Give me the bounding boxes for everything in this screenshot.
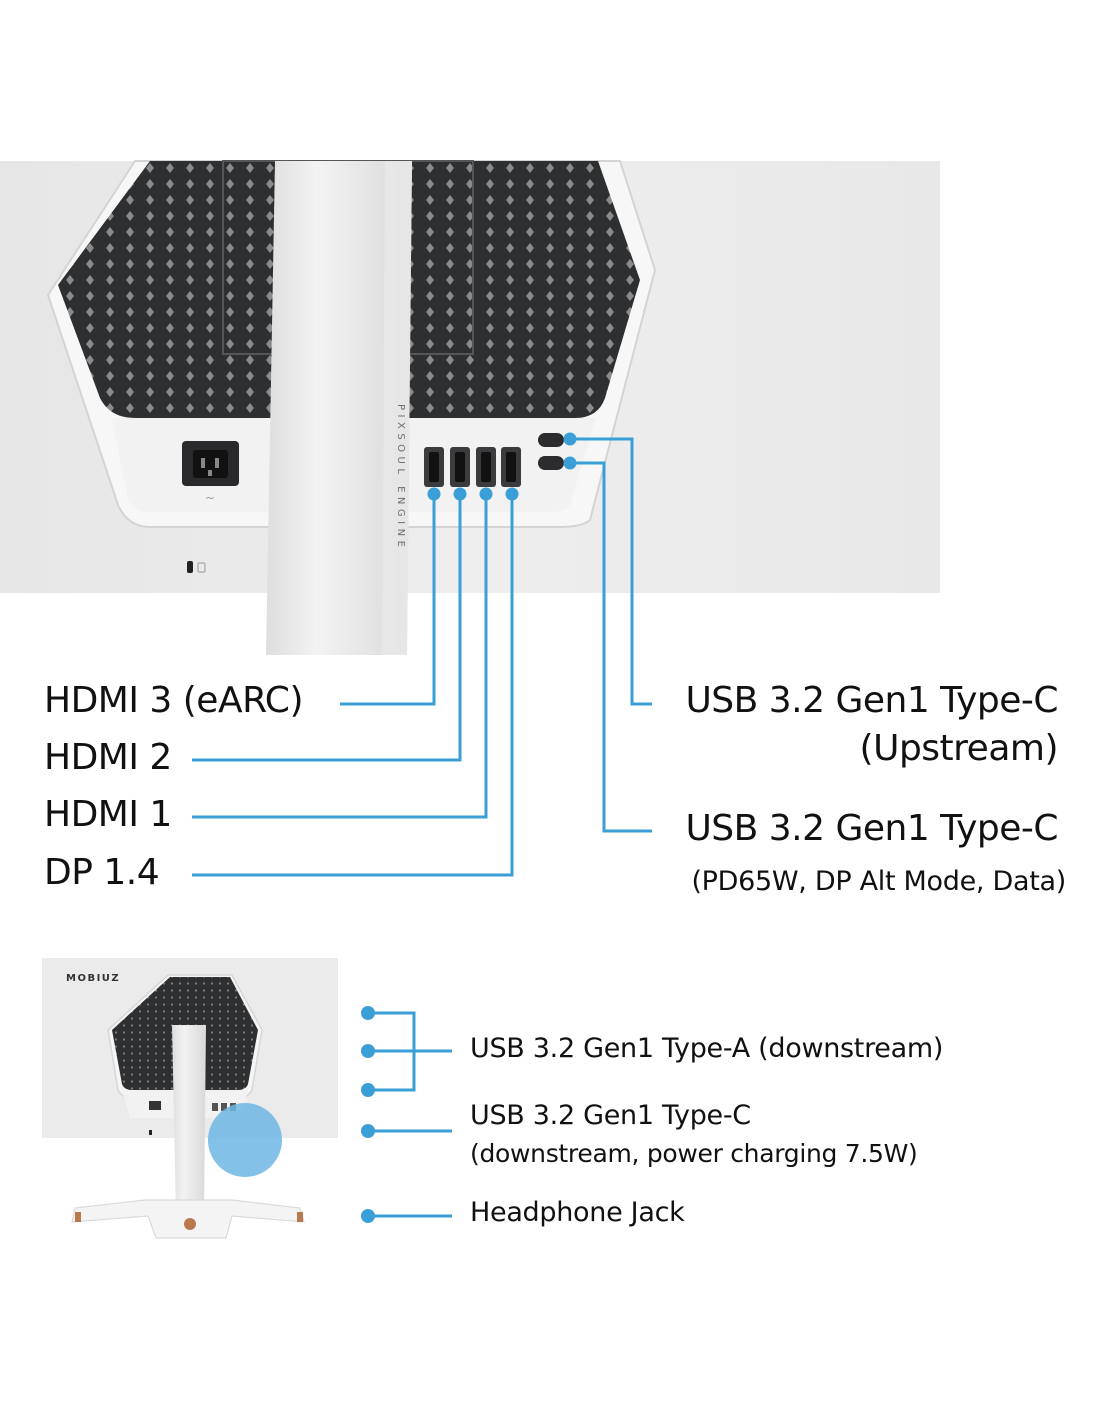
callout-dot-hdmi1 bbox=[479, 487, 493, 501]
label-hdmi1: HDMI 1 bbox=[44, 794, 172, 835]
label-usbc-upstream: USB 3.2 Gen1 Type-C bbox=[685, 680, 1058, 721]
svg-text:~: ~ bbox=[205, 491, 215, 505]
stand-column bbox=[266, 161, 412, 655]
video-ports bbox=[424, 447, 521, 487]
callout-dot-usba-1 bbox=[361, 1006, 375, 1020]
label-hdmi3: HDMI 3 (eARC) bbox=[44, 680, 303, 721]
label-headphone-jack: Headphone Jack bbox=[470, 1197, 685, 1228]
callout-dot-usbc-pd bbox=[563, 456, 577, 470]
label-usbc-downstream-sub: (downstream, power charging 7.5W) bbox=[470, 1139, 918, 1168]
label-hdmi2: HDMI 2 bbox=[44, 737, 172, 778]
thumb-stand bbox=[172, 1025, 206, 1215]
top-callouts bbox=[192, 437, 652, 877]
brand-mark: MOBIUZ bbox=[66, 973, 120, 984]
monitor-thumbnail bbox=[42, 958, 338, 1239]
callout-dot-usba-3 bbox=[361, 1083, 375, 1097]
port-highlight-circle bbox=[208, 1103, 282, 1177]
label-usbc-upstream-sub: (Upstream) bbox=[859, 728, 1059, 769]
label-usbc-downstream: USB 3.2 Gen1 Type-C bbox=[470, 1100, 751, 1131]
callout-line-usbc-up bbox=[570, 437, 652, 706]
callout-line-usbc-pd bbox=[570, 461, 652, 833]
bottom-callouts bbox=[368, 1011, 452, 1218]
callout-dot-headphone bbox=[361, 1209, 375, 1223]
callout-line-hdmi2 bbox=[192, 494, 462, 762]
callout-line-dp bbox=[192, 494, 514, 877]
callout-dot-usba-2 bbox=[361, 1044, 375, 1058]
callout-line-hdmi1 bbox=[192, 494, 488, 819]
callout-dot-hdmi3 bbox=[427, 487, 441, 501]
usb-c-pd-port bbox=[538, 456, 564, 470]
monitor-rear-closeup: ~ bbox=[0, 160, 940, 655]
callout-line-hdmi3 bbox=[340, 494, 436, 706]
callout-dot-usbc-side bbox=[361, 1124, 375, 1138]
callout-dot-hdmi2 bbox=[453, 487, 467, 501]
label-usba-downstream: USB 3.2 Gen1 Type-A (downstream) bbox=[470, 1033, 944, 1064]
callout-dot-usbc-up bbox=[563, 432, 577, 446]
label-usbc-pd: USB 3.2 Gen1 Type-C bbox=[685, 808, 1058, 849]
callout-dot-dp bbox=[505, 487, 519, 501]
stand-text: PIXSOUL ENGINE bbox=[395, 404, 406, 551]
label-dp: DP 1.4 bbox=[44, 852, 160, 893]
label-usbc-pd-sub: (PD65W, DP Alt Mode, Data) bbox=[691, 866, 1066, 897]
lock-slot bbox=[187, 561, 193, 573]
usb-c-upstream-port bbox=[538, 433, 564, 447]
